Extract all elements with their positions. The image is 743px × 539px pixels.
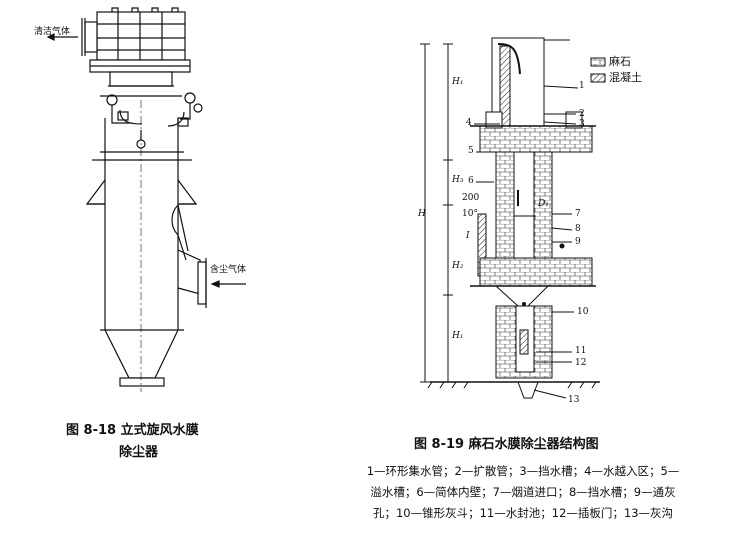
callout-12: 12 (575, 358, 587, 368)
cyclone-scrubber-drawing (46, 7, 246, 392)
fig19-notes: 1—环形集水管；2—扩散管；3—挡水槽；4—水越入区；5— 溢水槽；6—简体内壁… (318, 461, 728, 524)
section-markers (522, 243, 565, 306)
callout-13: 13 (568, 395, 580, 405)
legend-granite-label: 麻石 (609, 55, 631, 68)
callout-4: 4 (466, 118, 472, 128)
dim-I: I (466, 231, 470, 241)
notes-line-1: 1—环形集水管；2—扩散管；3—挡水槽；4—水越入区；5— (366, 464, 680, 478)
callout-3: 3 (579, 119, 585, 129)
callout-6: 6 (468, 176, 474, 186)
callout-1: 1 (579, 81, 585, 91)
legend-concrete-label: 混凝土 (609, 71, 642, 84)
dusty-gas-label: 含尘气体 (210, 265, 247, 275)
notes-line-3: 孔；10—锥形灰斗；11—水封池；12—插板门；13—灰沟 (372, 506, 674, 520)
callout-10: 10 (577, 307, 589, 317)
granite-scrubber-drawing (420, 37, 606, 399)
callout-7: 7 (575, 209, 581, 219)
dim-H: H (418, 209, 426, 219)
callout-11: 11 (575, 346, 587, 356)
dim-10deg: 10° (462, 209, 478, 219)
dim-H1: H₁ (452, 331, 464, 341)
dim-H3: H₃ (452, 175, 464, 185)
dim-200: 200 (462, 193, 480, 203)
fig18-caption-line2: 除尘器 (119, 445, 159, 460)
callout-9: 9 (575, 237, 581, 247)
callout-5: 5 (468, 146, 474, 156)
fig19-caption: 图 8-19 麻石水膜除尘器结构图 (414, 437, 599, 452)
dim-D1: D₁ (538, 199, 549, 209)
dim-H1-top: H₁ (452, 77, 464, 87)
dim-H2: H₂ (452, 261, 464, 271)
notes-line-2: 溢水槽；6—简体内壁；7—烟道进口；8—挡水槽；9—通灰 (370, 485, 676, 499)
callout-8: 8 (575, 224, 581, 234)
clean-gas-label: 清洁气体 (34, 27, 71, 37)
callout-2: 2 (579, 109, 585, 119)
fig18-caption-line1: 图 8-18 立式旋风水膜 (66, 423, 199, 438)
